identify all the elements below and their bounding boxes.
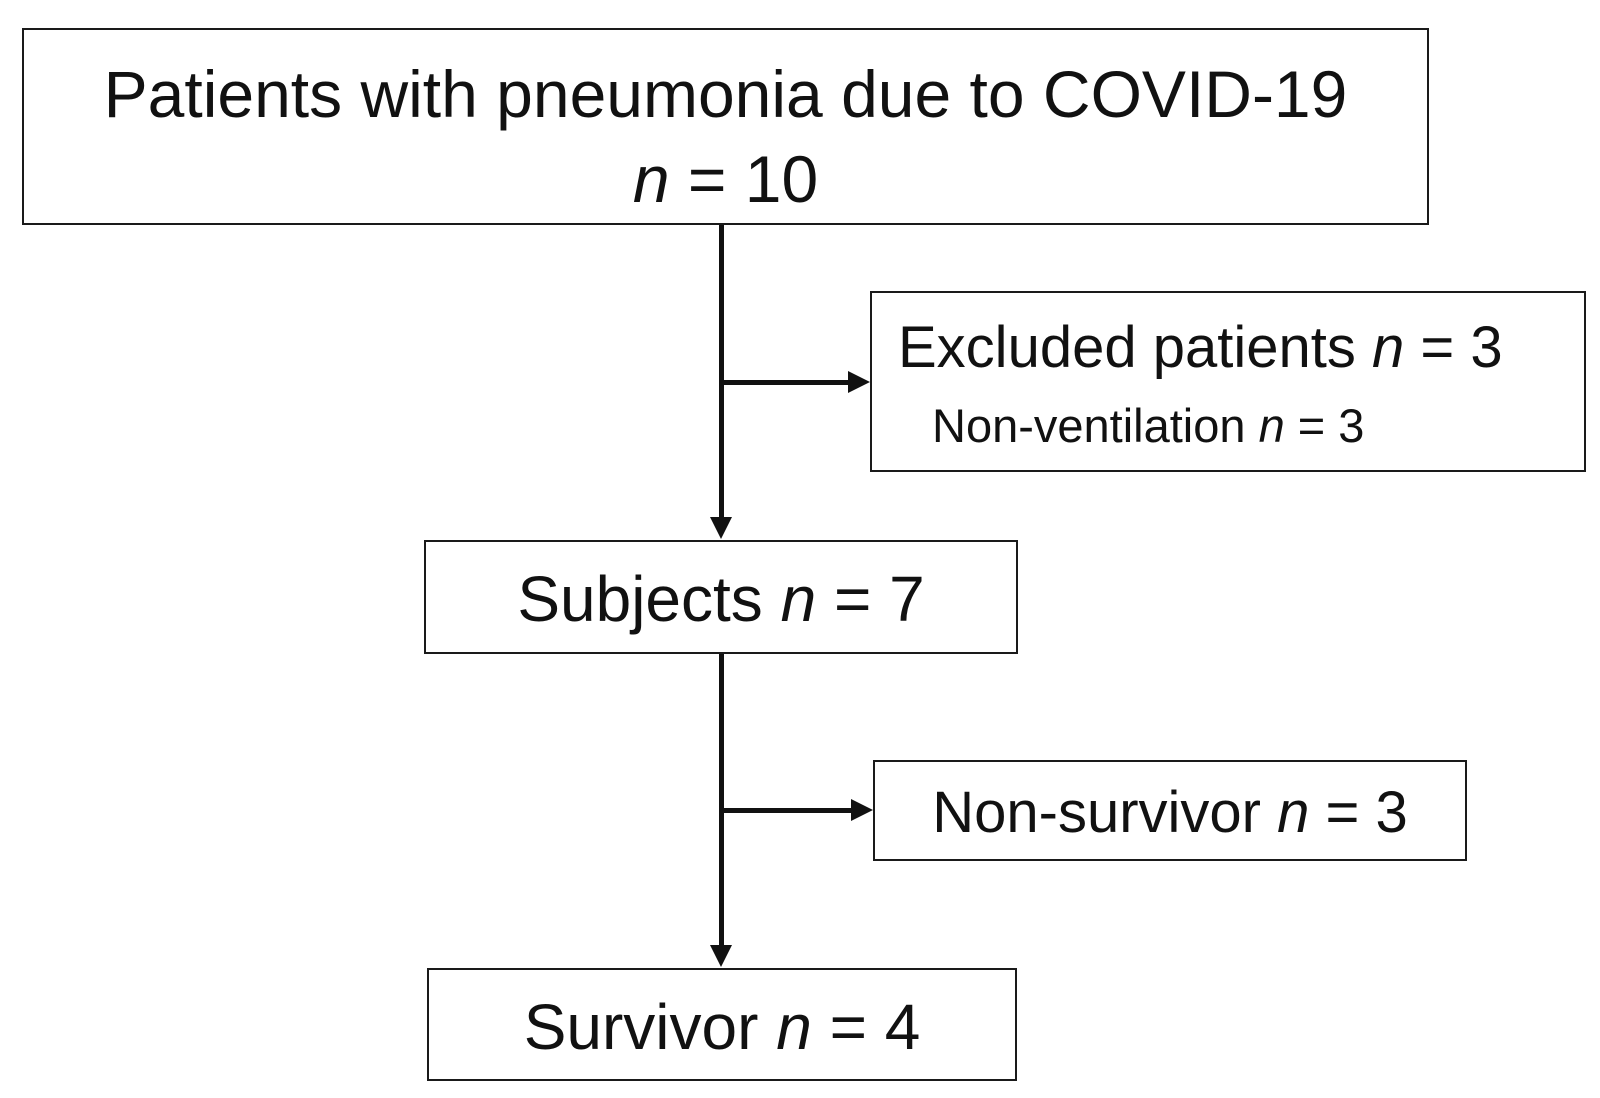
n-symbol: n <box>632 142 670 216</box>
connector-branch-non-survivor <box>721 808 852 813</box>
n-symbol: n <box>1371 315 1405 380</box>
non-ventilation-label: Non-ventilation n = 3 <box>932 402 1364 449</box>
box-excluded-patients: Excluded patients n = 3 Non-ventilation … <box>870 291 1586 472</box>
non-survivor-text: Non-survivor <box>932 780 1278 845</box>
excluded-label-text: Excluded patients <box>898 315 1372 380</box>
patients-covid19-label: Patients with pneumonia due to COVID-19 <box>103 57 1348 131</box>
arrowhead-to-survivor <box>710 945 732 967</box>
non-survivor-label: Non-survivor n = 3 <box>875 784 1465 842</box>
subjects-label: Subjects n = 7 <box>426 567 1016 631</box>
subjects-text: Subjects <box>517 563 781 635</box>
non-ventilation-text: Non-ventilation <box>932 399 1259 452</box>
connector-top-to-subjects <box>719 225 724 518</box>
connector-subjects-to-survivor <box>719 654 724 946</box>
survivor-label: Survivor n = 4 <box>429 995 1015 1059</box>
count-value: = 3 <box>1309 780 1408 845</box>
count-value: = 10 <box>669 142 819 216</box>
arrowhead-to-subjects <box>710 517 732 539</box>
count-value: = 7 <box>816 563 925 635</box>
n-symbol: n <box>776 991 812 1063</box>
patients-covid19-count: n = 10 <box>24 146 1427 212</box>
arrowhead-to-non-survivor <box>851 799 873 821</box>
n-symbol: n <box>780 563 817 635</box>
box-non-survivor: Non-survivor n = 3 <box>873 760 1467 861</box>
n-symbol: n <box>1277 780 1310 845</box>
count-value: = 3 <box>1284 399 1365 452</box>
count-value: = 3 <box>1404 315 1503 380</box>
arrowhead-to-excluded <box>848 371 870 393</box>
n-symbol: n <box>1258 399 1285 452</box>
box-survivor: Survivor n = 4 <box>427 968 1017 1081</box>
survivor-text: Survivor <box>523 991 777 1063</box>
count-value: = 4 <box>811 991 921 1063</box>
box-subjects: Subjects n = 7 <box>424 540 1018 654</box>
box-patients-covid19: Patients with pneumonia due to COVID-19 … <box>22 28 1429 225</box>
excluded-patients-label: Excluded patients n = 3 <box>898 319 1503 377</box>
connector-branch-excluded <box>721 380 849 385</box>
